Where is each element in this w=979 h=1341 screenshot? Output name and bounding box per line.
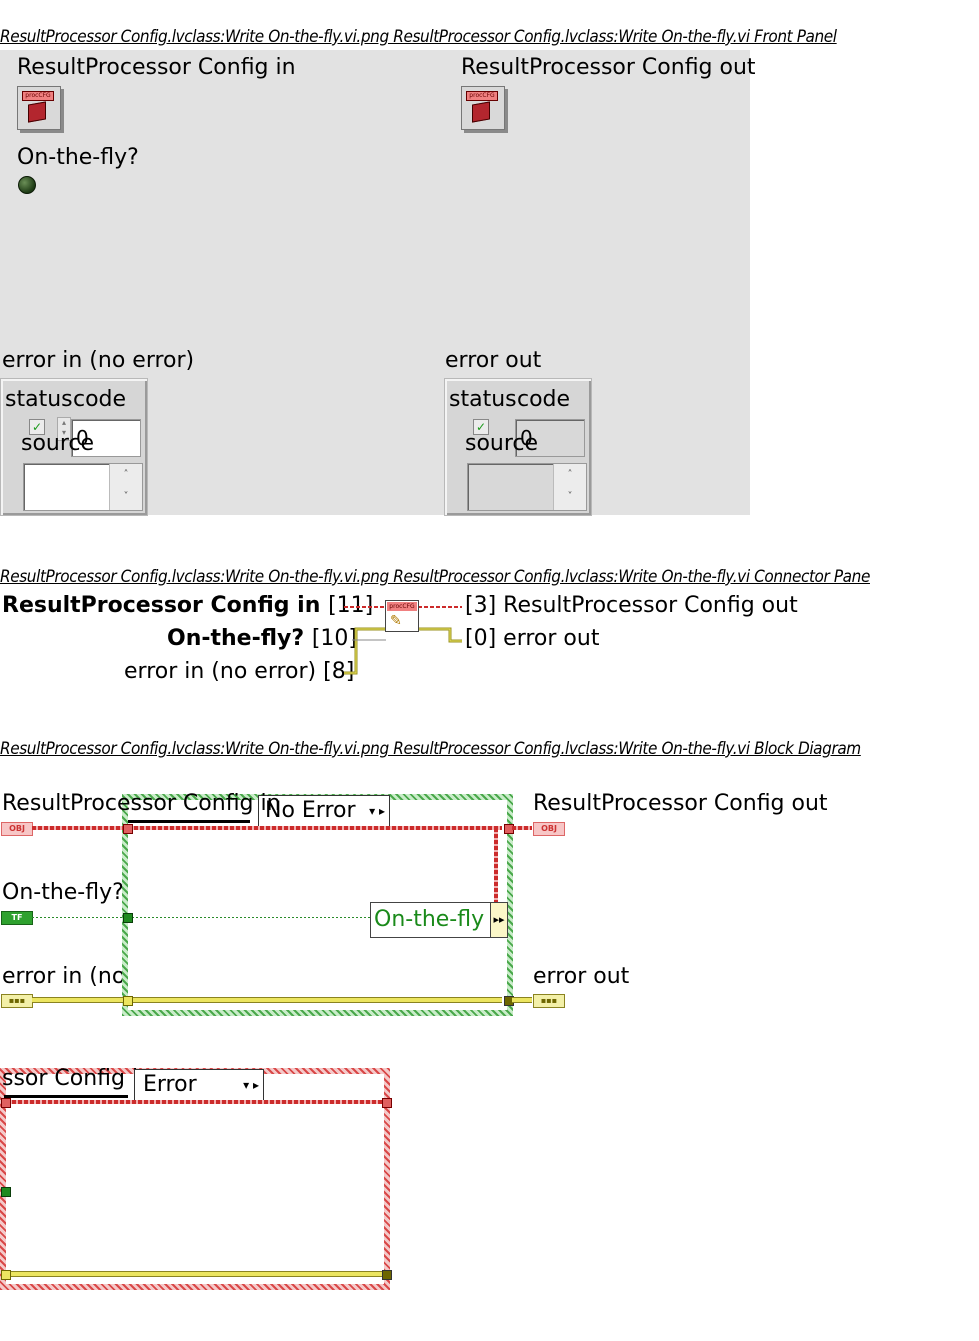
class-wire <box>32 826 502 830</box>
class-wire-error-case <box>6 1100 384 1104</box>
case-selector-no-error[interactable]: No Error ▾ ▸ <box>258 795 390 827</box>
bd-rp-config-in-label: ResultProcessor Config in <box>2 791 281 816</box>
code-in-field[interactable]: 0 <box>71 419 141 457</box>
dropdown-arrow-icon: ▾ ▸ <box>369 804 385 818</box>
source-label: source <box>465 431 539 456</box>
error-out-terminal[interactable]: ▪▪▪ <box>533 994 565 1008</box>
cp-input-index: [11] <box>328 593 374 618</box>
source-in-field[interactable]: ˄˅ <box>23 463 143 511</box>
connector-wires <box>344 606 462 675</box>
error-out-cluster: status code ✓ 0 source ˄˅ <box>444 378 592 516</box>
front-panel-caption: ResultProcessor Config.lvclass:Write On-… <box>0 27 837 47</box>
rp-config-out-terminal[interactable]: OBJ <box>533 822 565 836</box>
case-structure-no-error[interactable] <box>122 794 513 1016</box>
boolean-wire <box>32 917 372 918</box>
case-selector-label: Error <box>143 1072 197 1097</box>
on-the-fly-led[interactable] <box>18 176 36 194</box>
front-panel: ResultProcessor Config in procCFG Result… <box>0 50 756 516</box>
cp-input-label: error in (no error) <box>124 659 317 684</box>
case-selector-error[interactable]: Error ▾ ▸ <box>134 1069 264 1101</box>
cp-output-rp-config: [3] ResultProcessor Config out <box>465 593 798 618</box>
bd-on-the-fly-label: On-the-fly? <box>2 880 122 905</box>
label-underline <box>128 820 250 823</box>
error-out-label: error out <box>445 348 542 373</box>
connector-pane-caption: ResultProcessor Config.lvclass:Write On-… <box>0 567 870 587</box>
cp-input-on-the-fly: On-the-fly? [10] <box>167 626 357 651</box>
on-the-fly-label: On-the-fly? <box>17 145 139 170</box>
bundle-by-name-node[interactable]: On-the-fly <box>370 902 492 938</box>
dropdown-arrow-icon: ▾ ▸ <box>243 1078 259 1092</box>
pencil-icon: ✎ <box>390 613 402 629</box>
cube-icon <box>28 101 46 123</box>
cp-input-label: On-the-fly? <box>167 626 305 651</box>
status-label: status <box>449 387 517 412</box>
rp-config-in-control[interactable]: procCFG <box>17 86 61 130</box>
error-wire-out <box>512 997 532 1003</box>
bd-error-out-label: error out <box>533 964 630 989</box>
code-label: code <box>517 387 571 412</box>
bd-error-in-label: error in (no error) <box>2 964 122 989</box>
cp-input-rp-config: ResultProcessor Config in [11] <box>2 593 373 618</box>
error-in-terminal[interactable]: ▪▪▪ <box>1 994 33 1008</box>
cp-input-label: ResultProcessor Config in <box>2 593 321 618</box>
label-underline <box>4 1095 128 1098</box>
code-out-field: 0 <box>515 419 585 457</box>
scrollbar[interactable]: ˄˅ <box>109 464 142 510</box>
class-wire-out <box>512 826 532 830</box>
cp-output-index: [3] <box>465 593 497 618</box>
status-checkbox[interactable]: ✓ <box>29 419 45 435</box>
input-tunnel <box>1 1098 11 1108</box>
class-wire-vertical <box>494 828 498 910</box>
bd-rp-config-out-label: ResultProcessor Config out <box>533 791 828 816</box>
cp-output-label: error out <box>503 626 600 651</box>
error-tunnel-out <box>382 1270 392 1280</box>
cube-icon <box>472 101 490 123</box>
cp-input-error-in: error in (no error) [8] <box>124 659 354 684</box>
rp-config-out-label: ResultProcessor Config out <box>461 55 756 80</box>
vi-icon: procCFG ✎ <box>385 600 419 632</box>
bundle-arrow-icon: ▸▸ <box>490 902 508 938</box>
cp-output-error-out: [0] error out <box>465 626 599 651</box>
error-wire-error-case <box>6 1271 384 1277</box>
output-tunnel <box>382 1098 392 1108</box>
boolean-tunnel <box>123 913 133 923</box>
class-icon-header: procCFG <box>466 91 498 101</box>
error-tunnel-in <box>1 1270 11 1280</box>
cp-input-index: [10] <box>311 626 357 651</box>
error-in-label: error in (no error) <box>2 348 195 373</box>
rp-config-out-indicator[interactable]: procCFG <box>461 86 505 130</box>
status-label: status <box>5 387 73 412</box>
error-tunnel-in <box>123 996 133 1006</box>
increment-icon[interactable]: ▴▾ <box>57 417 71 441</box>
input-tunnel <box>123 824 133 834</box>
cp-output-index: [0] <box>465 626 497 651</box>
source-out-field: ˄˅ <box>467 463 587 511</box>
vi-icon-header: procCFG <box>387 602 417 611</box>
case-selector-label: No Error <box>265 798 356 823</box>
class-icon-header: procCFG <box>22 91 54 101</box>
on-the-fly-terminal[interactable]: TF <box>1 911 33 925</box>
error-in-cluster: status code ✓ ▴▾ 0 source ˄˅ <box>0 378 148 516</box>
error-wire <box>32 997 502 1003</box>
rp-config-in-terminal[interactable]: OBJ <box>1 822 33 836</box>
rp-config-in-label: ResultProcessor Config in <box>17 55 296 80</box>
status-indicator: ✓ <box>473 419 489 435</box>
scrollbar[interactable]: ˄˅ <box>553 464 586 510</box>
source-label: source <box>21 431 95 456</box>
case-structure-error[interactable] <box>0 1068 390 1290</box>
bd-error-case-fragment-label: ssor Config in <box>2 1066 153 1091</box>
block-diagram-caption: ResultProcessor Config.lvclass:Write On-… <box>0 739 861 759</box>
cp-output-label: ResultProcessor Config out <box>503 593 798 618</box>
code-label: code <box>73 387 127 412</box>
boolean-tunnel <box>1 1187 11 1197</box>
